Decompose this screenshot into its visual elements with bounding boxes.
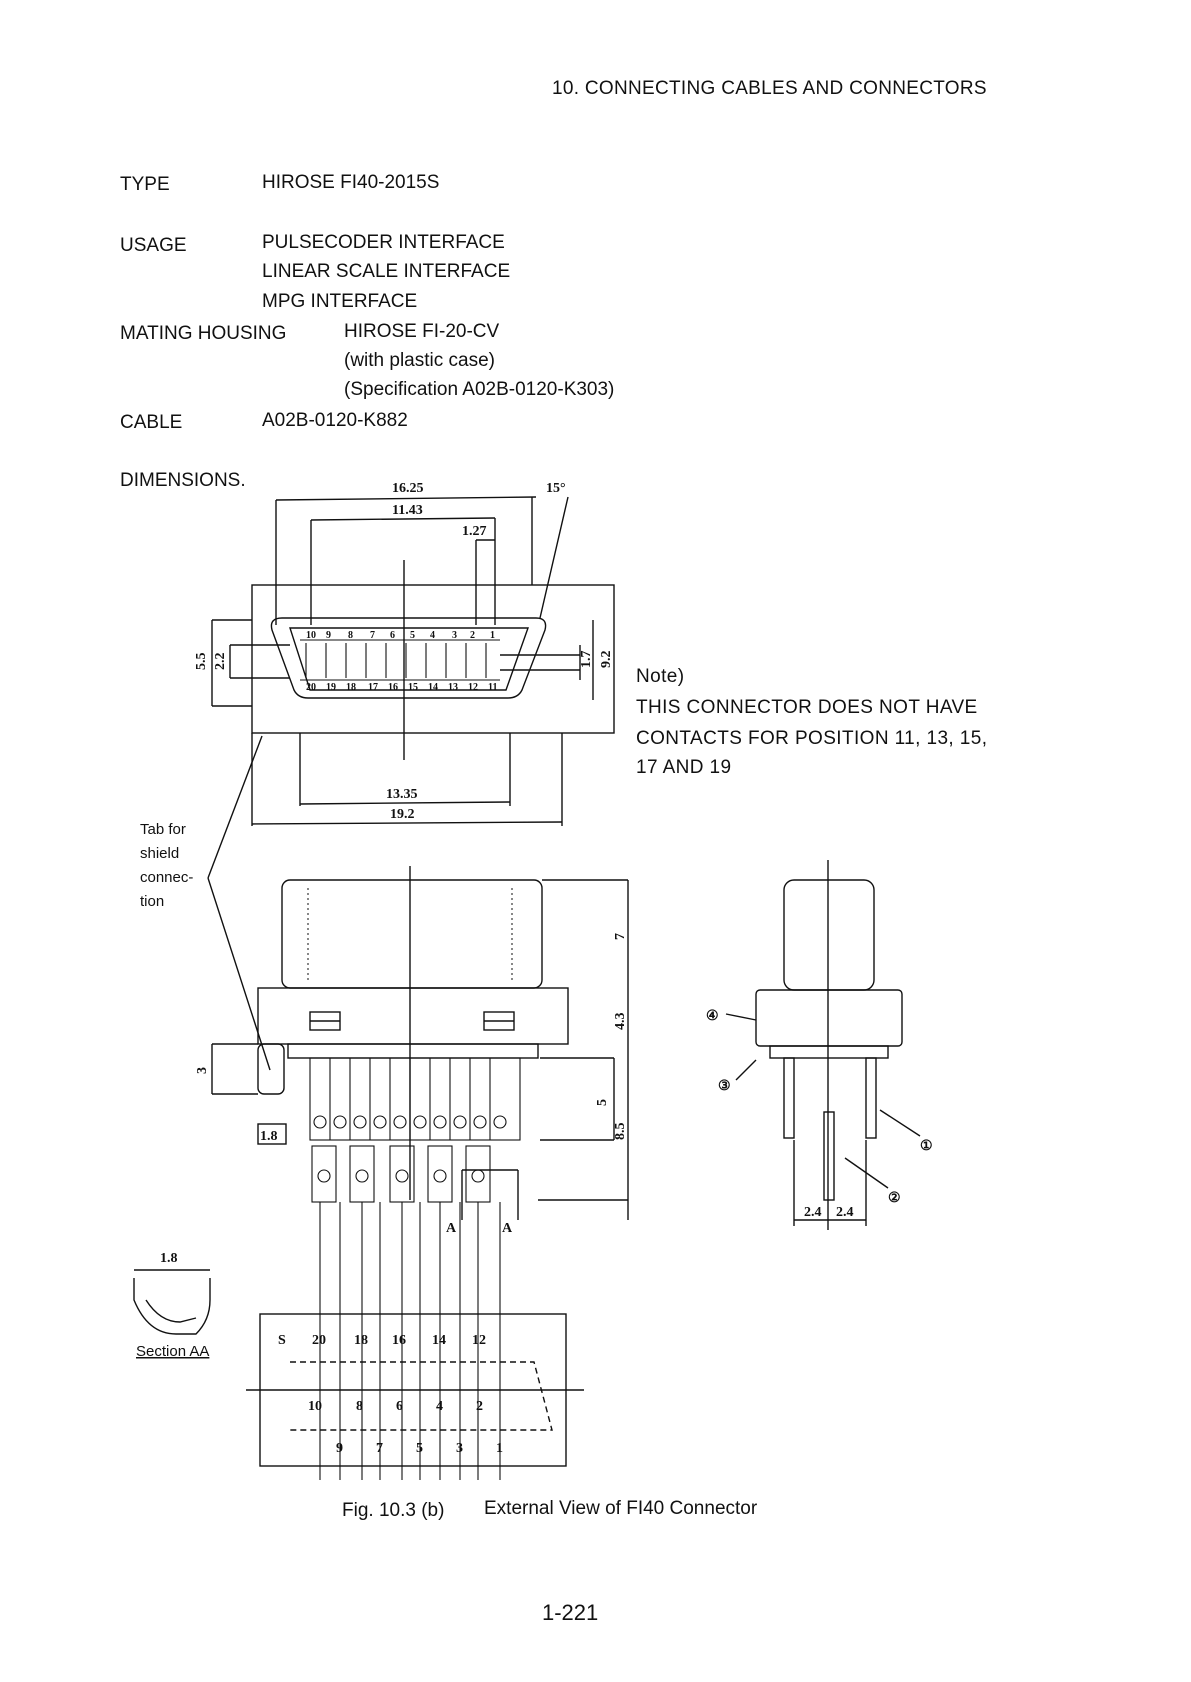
section-mark-a-1: A: [446, 1221, 457, 1236]
bottom-pin: 14: [432, 1333, 446, 1348]
dim-5: 5: [595, 1099, 610, 1106]
pin-label: 9: [326, 630, 331, 641]
usage-value-2: LINEAR SCALE INTERFACE: [262, 261, 511, 282]
dimensions-label: DIMENSIONS.: [120, 470, 246, 491]
dim-19-2: 19.2: [390, 807, 415, 822]
bottom-pin: 5: [416, 1441, 423, 1456]
dim-3: 3: [195, 1067, 210, 1074]
note-line-2: CONTACTS FOR POSITION 11, 13, 15,: [636, 728, 988, 749]
callout-1: ①: [920, 1139, 933, 1154]
bottom-pin: 1: [496, 1441, 503, 1456]
usage-label: USAGE: [120, 235, 187, 256]
dim-16-25: 16.25: [392, 481, 424, 496]
dim-11-43: 11.43: [392, 503, 423, 518]
pin-label: 18: [346, 682, 356, 693]
mating-value-2: (with plastic case): [344, 350, 495, 371]
bottom-pin: 12: [472, 1333, 486, 1348]
dim-8-5: 8.5: [613, 1123, 628, 1141]
callout-4: ④: [706, 1009, 719, 1024]
callout-3: ③: [718, 1079, 731, 1094]
type-label: TYPE: [120, 174, 170, 195]
pin-label: 17: [368, 682, 378, 693]
pin-label: 10: [306, 630, 316, 641]
bottom-pin: 4: [436, 1399, 443, 1414]
pin-label: 12: [468, 682, 478, 693]
bottom-pin: 8: [356, 1399, 363, 1414]
bottom-pin: 20: [312, 1333, 326, 1348]
pin-label: 13: [448, 682, 458, 693]
bottom-view-s: S: [278, 1333, 286, 1348]
mating-value-1: HIROSE FI-20-CV: [344, 321, 500, 342]
bottom-pin: 2: [476, 1399, 483, 1414]
bottom-pin: 6: [396, 1399, 403, 1414]
dim-1-27: 1.27: [462, 524, 487, 539]
figure-title: External View of FI40 Connector: [484, 1498, 758, 1519]
dim-9-2: 9.2: [599, 651, 614, 669]
pin-label: 1: [490, 630, 495, 641]
bottom-pin: 16: [392, 1333, 406, 1348]
usage-value-3: MPG INTERFACE: [262, 291, 418, 312]
dim-15-deg: 15°: [546, 481, 566, 496]
side-dim-2: 2.4: [836, 1205, 854, 1220]
pin-label: 11: [488, 682, 497, 693]
pin-label: 16: [388, 682, 398, 693]
section-header: 10. CONNECTING CABLES AND CONNECTORS: [552, 78, 987, 99]
pin-label: 6: [390, 630, 395, 641]
dim-2-2: 2.2: [213, 653, 228, 671]
bottom-pin: 7: [376, 1441, 383, 1456]
pin-label: 14: [428, 682, 438, 693]
callout-2: ②: [888, 1191, 901, 1206]
dim-7: 7: [613, 933, 628, 940]
pin-label: 7: [370, 630, 375, 641]
pin-label: 5: [410, 630, 415, 641]
section-dim: 1.8: [160, 1251, 178, 1266]
bottom-pin: 18: [354, 1333, 368, 1348]
dim-5-5: 5.5: [194, 653, 209, 671]
pin-label: 20: [306, 682, 316, 693]
figure-number: Fig. 10.3 (b): [342, 1500, 445, 1521]
side-dim-1: 2.4: [804, 1205, 822, 1220]
tab-label-4: tion: [140, 893, 164, 910]
pin-label: 15: [408, 682, 418, 693]
pin-label: 19: [326, 682, 336, 693]
dim-1-7: 1.7: [579, 651, 594, 669]
dim-4-3: 4.3: [613, 1013, 628, 1031]
mating-housing-label: MATING HOUSING: [120, 323, 287, 344]
note-line-3: 17 AND 19: [636, 757, 732, 778]
pin-label: 3: [452, 630, 457, 641]
dim-1-8: 1.8: [260, 1129, 278, 1144]
dim-13-35: 13.35: [386, 787, 418, 802]
cable-value: A02B-0120-K882: [262, 410, 408, 431]
note-title: Note): [636, 666, 685, 687]
tab-label-1: Tab for: [140, 821, 186, 838]
bottom-pin: 10: [308, 1399, 322, 1414]
cable-label: CABLE: [120, 412, 183, 433]
usage-value-1: PULSECODER INTERFACE: [262, 232, 505, 253]
pin-label: 4: [430, 630, 435, 641]
note-line-1: THIS CONNECTOR DOES NOT HAVE: [636, 697, 978, 718]
section-aa-label: Section AA: [136, 1343, 209, 1360]
mating-value-3: (Specification A02B-0120-K303): [344, 379, 615, 400]
type-value: HIROSE FI40-2015S: [262, 172, 440, 193]
bottom-pin: 3: [456, 1441, 463, 1456]
tab-label-2: shield: [140, 845, 179, 862]
pin-label: 8: [348, 630, 353, 641]
section-mark-a-2: A: [502, 1221, 513, 1236]
tab-label-3: connec-: [140, 869, 193, 886]
bottom-pin: 9: [336, 1441, 343, 1456]
page-number: 1-221: [542, 1600, 599, 1625]
pin-label: 2: [470, 630, 475, 641]
